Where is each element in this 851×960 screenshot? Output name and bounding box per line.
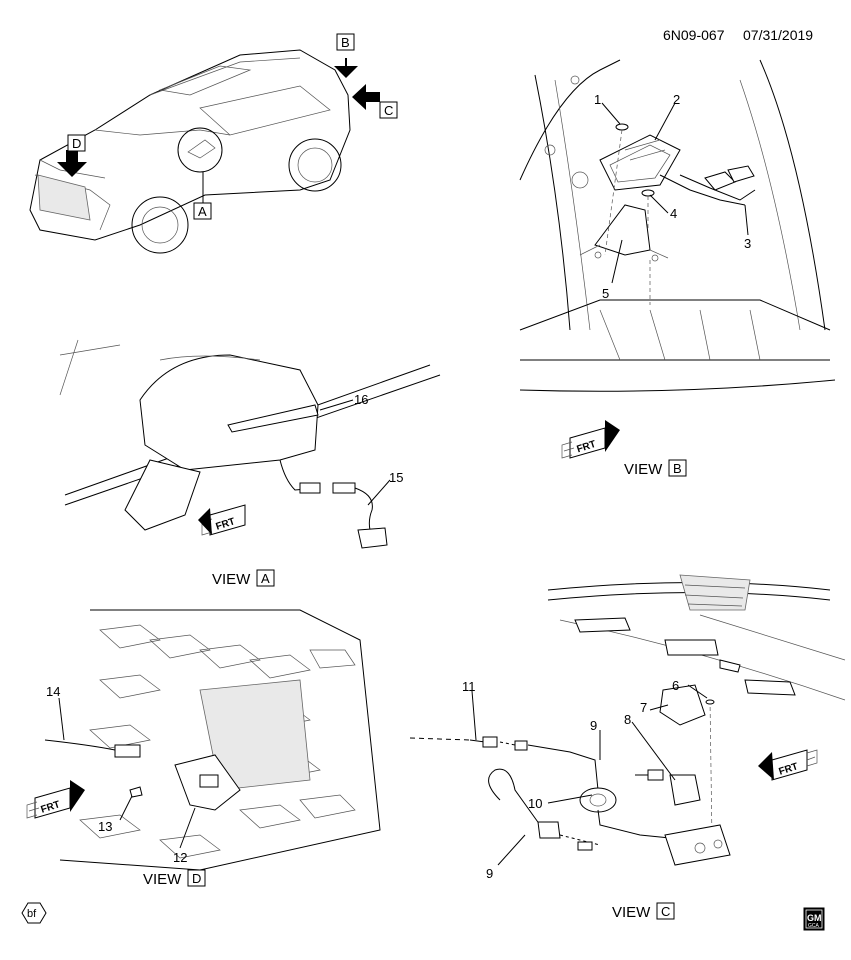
bf-text: bf — [27, 908, 37, 920]
callout-9-upper: 9 — [590, 718, 597, 733]
callout-view-a-box: A — [198, 204, 207, 219]
view-c-illustration: 6 7 8 9 10 11 9 FRT VIEW C — [409, 574, 846, 921]
callout-2: 2 — [673, 92, 680, 107]
callout-15: 15 — [389, 470, 403, 485]
view-b-illustration: 1 2 3 4 5 FRT VIEW B — [519, 59, 836, 478]
callout-view-d-box: D — [72, 136, 81, 151]
callout-10: 10 — [528, 796, 542, 811]
view-b-letter: B — [673, 461, 682, 476]
callout-14: 14 — [46, 684, 60, 699]
view-a-word: VIEW — [212, 571, 251, 588]
callout-4: 4 — [670, 206, 677, 221]
view-c-letter: C — [661, 904, 670, 919]
callout-5: 5 — [602, 286, 609, 301]
callout-7: 7 — [640, 700, 647, 715]
gm-logo-subtext: GCA — [808, 923, 820, 929]
view-b-word: VIEW — [624, 461, 663, 478]
frt-arrow-view-d: FRT — [26, 780, 85, 819]
gm-logo-text: GM — [807, 913, 822, 923]
doc-id: 6N09-067 — [663, 27, 725, 43]
callout-1: 1 — [594, 92, 601, 107]
callout-view-b-box: B — [341, 35, 350, 50]
callout-16: 16 — [354, 392, 368, 407]
callout-9-lower: 9 — [486, 866, 493, 881]
view-d-word: VIEW — [143, 871, 182, 888]
view-d-letter: D — [192, 871, 201, 886]
callout-13: 13 — [98, 819, 112, 834]
view-a-illustration: 16 15 FRT VIEW A — [59, 339, 441, 588]
view-c-word: VIEW — [612, 904, 651, 921]
callout-6: 6 — [672, 678, 679, 693]
vehicle-overview: A B C D — [29, 33, 398, 254]
gm-logo: GM GCA — [803, 907, 825, 931]
callout-3: 3 — [744, 236, 751, 251]
frt-arrow-view-c: FRT — [758, 749, 818, 781]
view-d-illustration: 14 13 12 FRT VIEW D — [26, 609, 381, 888]
view-a-letter: A — [261, 571, 270, 586]
callout-11: 11 — [462, 679, 476, 694]
callout-view-c-box: C — [384, 103, 393, 118]
bf-badge: bf — [21, 902, 47, 924]
callout-12: 12 — [173, 850, 187, 865]
frt-arrow-view-a: FRT — [198, 504, 246, 536]
doc-date: 07/31/2019 — [743, 27, 813, 43]
frt-arrow-view-b: FRT — [561, 420, 620, 459]
callout-8: 8 — [624, 712, 631, 727]
